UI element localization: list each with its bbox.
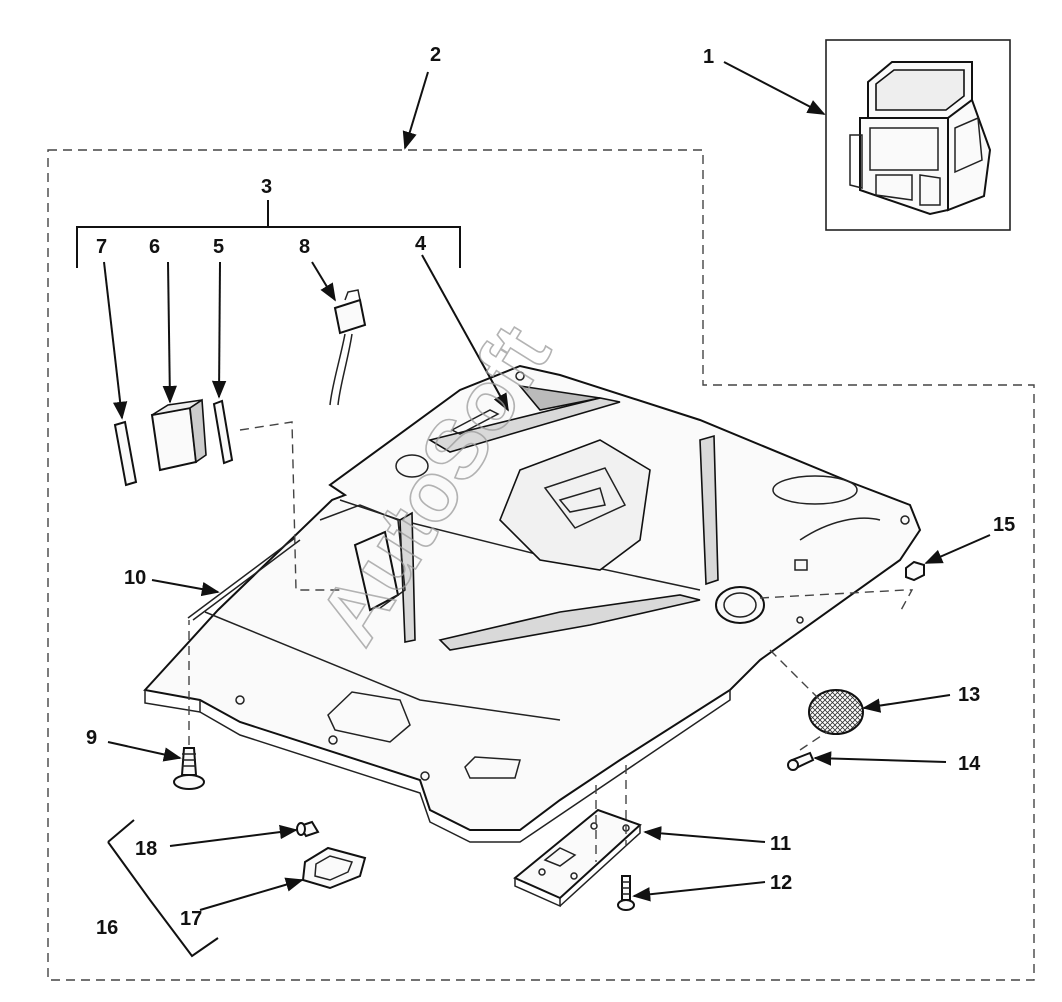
callout-11: 11 (770, 833, 791, 855)
callout-9: 9 (86, 727, 97, 749)
callout-1: 1 (703, 46, 714, 68)
callout-17: 17 (180, 908, 202, 930)
cab-icon (849, 61, 992, 216)
callout-12: 12 (770, 872, 792, 894)
part-13-speaker-grille (769, 649, 951, 735)
callout-3: 3 (261, 176, 272, 198)
kit-bracket-3 (76, 200, 461, 268)
part-11-mounting-plate (513, 765, 766, 908)
leader-4 (421, 254, 509, 412)
part-15-nut (759, 534, 991, 613)
assembly-link-5 (239, 421, 340, 591)
callout-10: 10 (124, 567, 146, 589)
leader-2 (402, 71, 429, 150)
part-17-lens-frame (199, 846, 367, 911)
callout-labels: 1 2 3 4 5 6 7 8 9 10 11 12 13 14 15 16 1… (86, 44, 1015, 939)
part-8-lamp-connector (311, 261, 367, 406)
callout-18: 18 (135, 838, 157, 860)
leader-1 (723, 61, 826, 115)
callout-2: 2 (430, 44, 441, 66)
assembly-boundary-2 (47, 149, 1035, 981)
headliner-panel (143, 364, 922, 843)
callout-7: 7 (96, 236, 107, 258)
callout-13: 13 (958, 684, 980, 706)
callout-8: 8 (299, 236, 310, 258)
callout-15: 15 (993, 514, 1015, 536)
part-6-foam-block (150, 261, 207, 472)
cab-inset (723, 39, 1011, 231)
callout-5: 5 (213, 236, 224, 258)
part-18-bulb (169, 820, 320, 847)
callout-4: 4 (415, 233, 427, 255)
part-10-trim-strip (151, 537, 301, 621)
kit-bracket-16 (107, 819, 219, 958)
part-7-seal-strip (103, 261, 138, 487)
part-12-screw (617, 875, 766, 911)
part-9-push-clip (107, 620, 205, 790)
callout-14: 14 (958, 753, 981, 775)
callout-6: 6 (149, 236, 160, 258)
part-5-seal-strip (211, 261, 234, 465)
callout-16: 16 (96, 917, 118, 939)
part-14-screw (787, 729, 947, 771)
